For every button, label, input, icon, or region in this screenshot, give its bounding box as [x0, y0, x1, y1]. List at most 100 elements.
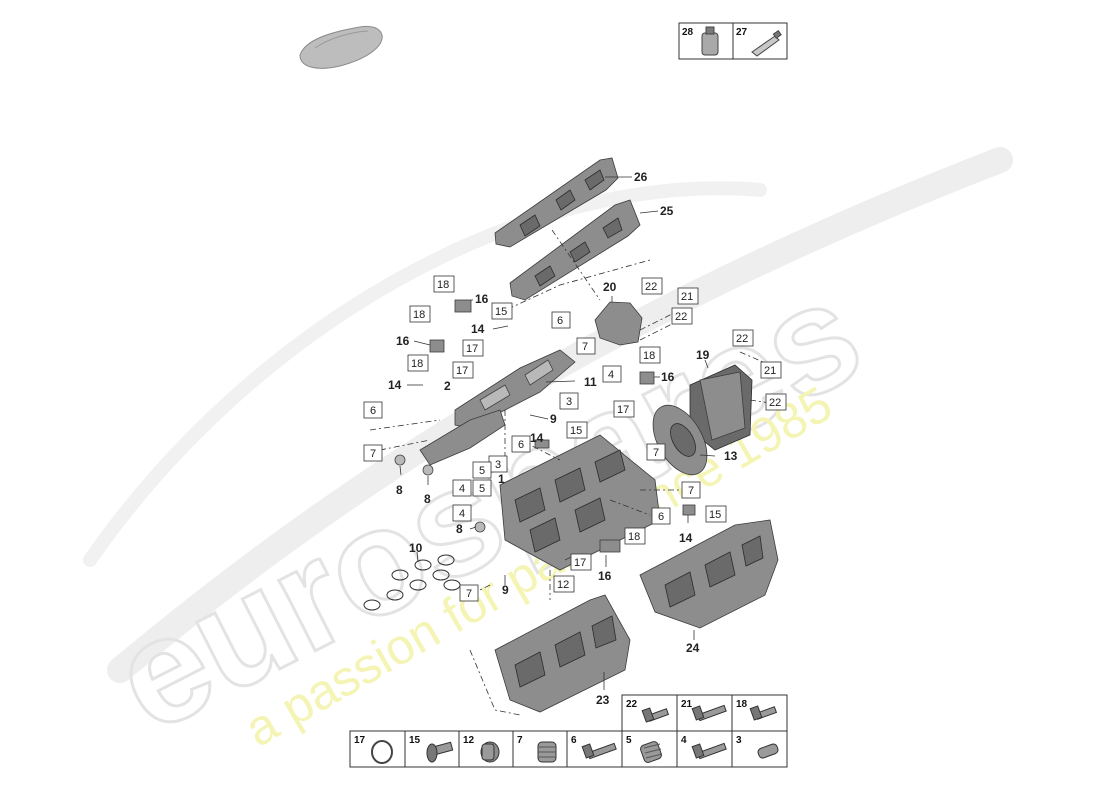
- flange-bolt-icon: [426, 741, 454, 763]
- callout-22d: 22: [769, 397, 781, 409]
- top-parts-table: 28 27: [678, 22, 788, 60]
- callout-16c: 16: [661, 370, 675, 384]
- bottom-table-num-3: 3: [736, 735, 742, 746]
- callout-14d: 14: [679, 531, 693, 545]
- bottle-icon: [701, 26, 719, 56]
- callout-10: 10: [409, 541, 423, 555]
- small-parts: [394, 299, 696, 553]
- callout-16b: 16: [396, 334, 410, 348]
- plug-icon: [480, 741, 500, 763]
- callout-6d: 6: [658, 511, 664, 523]
- callout-15b: 15: [570, 425, 582, 437]
- callout-11: 11: [584, 375, 597, 389]
- callout-22c: 22: [736, 333, 748, 345]
- callout-13: 13: [724, 449, 738, 463]
- callout-18d: 18: [643, 350, 655, 362]
- callout-9a: 9: [550, 412, 557, 426]
- callout-14b: 14: [388, 378, 402, 392]
- callout-7a: 7: [582, 341, 588, 353]
- callout-18a: 18: [437, 279, 449, 291]
- callout-23: 23: [596, 693, 610, 707]
- callout-15a: 15: [495, 306, 507, 318]
- callout-17b: 17: [456, 365, 468, 377]
- callout-7d: 7: [688, 485, 694, 497]
- part-19-cover: [689, 364, 753, 451]
- bottom-parts-table: 22 21 18 17 15 12 7 6 5 4 3: [349, 694, 788, 768]
- callout-5a: 5: [479, 465, 485, 477]
- callout-21b: 21: [764, 365, 776, 377]
- threaded-plug-icon: [537, 741, 557, 763]
- callout-4a: 4: [608, 369, 614, 381]
- callout-3a: 3: [566, 396, 572, 408]
- callout-6c: 6: [518, 439, 524, 451]
- callout-22a: 22: [645, 281, 657, 293]
- callout-18c: 18: [411, 358, 423, 370]
- callout-17a: 17: [466, 343, 478, 355]
- bottom-table-num-7: 7: [517, 735, 523, 746]
- part-23-cylinder-head-lower: [494, 594, 631, 713]
- bottom-table-num-17: 17: [354, 735, 366, 746]
- callout-14a: 14: [471, 322, 485, 336]
- bottom-table-num-21: 21: [681, 699, 693, 710]
- callout-1: 1: [498, 472, 505, 486]
- callout-20: 20: [603, 280, 617, 294]
- set-screw-icon: [757, 743, 779, 759]
- bolt-long-icon: [691, 704, 727, 722]
- callout-14c: 14: [530, 431, 544, 445]
- callout-6b: 6: [370, 405, 376, 417]
- callout-19: 19: [696, 348, 710, 362]
- bolt-short-icon: [641, 707, 670, 723]
- part-24-cylinder-head-lower: [639, 519, 779, 629]
- callout-24: 24: [686, 641, 700, 655]
- part-26-camshaft-housing: [494, 157, 619, 248]
- bottom-table-num-18: 18: [736, 699, 748, 710]
- part-20-bracket: [594, 301, 643, 346]
- callout-4c: 4: [459, 508, 465, 520]
- callout-12: 12: [557, 579, 569, 591]
- callout-2: 2: [444, 379, 451, 393]
- part-13-seal-plate: [652, 404, 708, 476]
- callout-7e: 7: [466, 588, 472, 600]
- bolt-long-icon: [581, 742, 617, 760]
- callout-21a: 21: [681, 291, 693, 303]
- callout-15c: 15: [709, 509, 721, 521]
- callout-8b: 8: [424, 492, 431, 506]
- o-ring-icon: [371, 740, 393, 764]
- callout-26: 26: [634, 170, 648, 184]
- callout-8c: 8: [456, 522, 463, 536]
- bottom-table-num-6: 6: [571, 735, 577, 746]
- top-table-num-28: 28: [682, 27, 694, 38]
- callout-16a: 16: [475, 292, 489, 306]
- part-10-gaskets: [363, 554, 461, 611]
- callout-4b: 4: [459, 483, 465, 495]
- callout-5b: 5: [479, 483, 485, 495]
- vehicle-silhouette-icon: [299, 25, 383, 69]
- callout-9b: 9: [502, 583, 509, 597]
- bottom-table-num-5: 5: [626, 735, 632, 746]
- part-11-camshaft-assembly: [454, 349, 576, 429]
- callout-7b: 7: [370, 448, 376, 460]
- callout-8a: 8: [396, 483, 403, 497]
- callout-17d: 17: [574, 557, 586, 569]
- callout-6a: 6: [557, 315, 563, 327]
- bolt-short-icon: [749, 705, 778, 721]
- callout-boxes: [363, 275, 787, 602]
- bottom-table-num-12: 12: [463, 735, 475, 746]
- callout-labels: 26 25 20 22 21 22 18 16 15 18 14 16 17 6…: [370, 170, 781, 707]
- callout-16d: 16: [598, 569, 612, 583]
- bolt-long-icon: [691, 742, 727, 760]
- callout-25: 25: [660, 204, 674, 218]
- part-25-camshaft-housing: [509, 199, 641, 301]
- callout-18e: 18: [628, 531, 640, 543]
- callout-17c: 17: [617, 404, 629, 416]
- callout-7c: 7: [653, 447, 659, 459]
- callout-22b: 22: [675, 311, 687, 323]
- bottom-table-num-15: 15: [409, 735, 421, 746]
- bottom-table-num-4: 4: [681, 735, 687, 746]
- callout-3b: 3: [495, 459, 501, 471]
- callout-18b: 18: [413, 309, 425, 321]
- bottom-table-num-22: 22: [626, 699, 638, 710]
- threaded-insert-icon: [640, 741, 663, 763]
- watermark-brand: eurospares: [88, 247, 885, 764]
